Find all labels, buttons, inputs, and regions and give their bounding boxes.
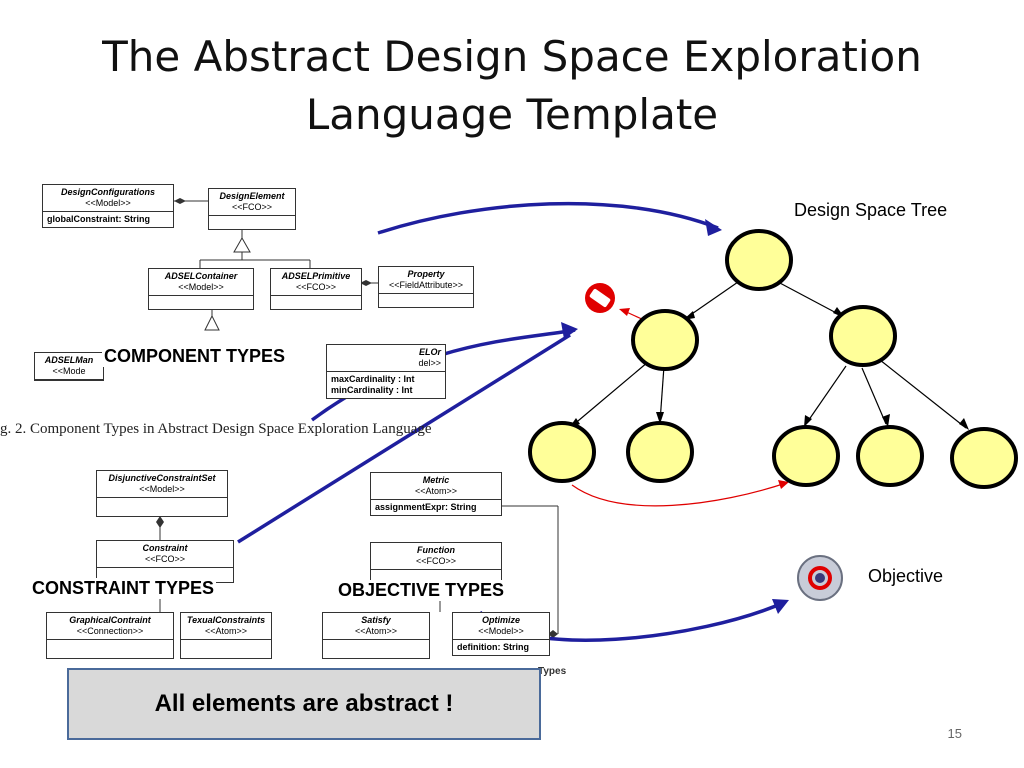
uml-constraint: Constraint<<FCO>> — [96, 540, 234, 583]
uml-attribute: maxCardinality : Int — [331, 374, 415, 384]
uml-stereotype: <<Atom>> — [414, 486, 458, 496]
uml-stereotype: <<Model>> — [85, 198, 131, 208]
uml-optimize: Optimize<<Model>> definition: String — [452, 612, 550, 656]
slide-title: The Abstract Design Space Exploration La… — [0, 28, 1024, 144]
uml-name: Function — [417, 545, 455, 555]
uml-attribute: definition: String — [457, 642, 529, 652]
constraint-types-label: CONSTRAINT TYPES — [30, 578, 217, 599]
tree-node-root — [725, 229, 793, 291]
uml-property: Property<<FieldAttribute>> — [378, 266, 474, 308]
tree-node-leaf — [772, 425, 840, 487]
prohibited-icon — [585, 283, 615, 313]
objective-label: Objective — [868, 566, 944, 586]
uml-name: Constraint — [142, 543, 188, 553]
uml-stereotype: <<Connection>> — [76, 626, 144, 636]
objective-icon — [797, 555, 843, 601]
title-line-1: The Abstract Design Space Exploration — [102, 32, 922, 81]
tree-nodes — [528, 229, 1018, 489]
figure-caption: g. 2. Component Types in Abstract Design… — [0, 421, 432, 437]
uml-adsel-container: ADSELContainer<<Model>> — [148, 268, 254, 310]
uml-stereotype: <<Atom>> — [354, 626, 398, 636]
uml-textual-constraints: TexualConstraints<<Atom>> — [180, 612, 272, 659]
uml-name: ADSELMan — [44, 355, 94, 365]
uml-function: Function<<FCO>> — [370, 542, 502, 583]
uml-name: DesignConfigurations — [61, 187, 155, 197]
uml-name: Property — [407, 269, 445, 279]
uml-stereotype: del>> — [418, 358, 441, 368]
callout-box: All elements are abstract ! — [67, 668, 541, 740]
uml-stereotype: <<Model>> — [139, 484, 185, 494]
tree-node-left — [631, 309, 699, 371]
component-types-label: COMPONENT TYPES — [102, 346, 288, 367]
uml-stereotype: <<FCO>> — [144, 554, 186, 564]
callout-text: All elements are abstract ! — [154, 690, 454, 717]
uml-stereotype: <<Model>> — [478, 626, 524, 636]
uml-stereotype: <<FCO>> — [231, 202, 273, 212]
uml-stereotype: <<Model>> — [178, 282, 224, 292]
uml-metric: Metric<<Atom>> assignmentExpr: String — [370, 472, 502, 516]
uml-name: DisjunctiveConstraintSet — [108, 473, 216, 483]
tree-node-leaf — [950, 427, 1018, 489]
uml-name: ADSELContainer — [164, 271, 238, 281]
uml-name: TexualConstraints — [186, 615, 266, 625]
uml-disjunctive-constraint-set: DisjunctiveConstraintSet<<Model>> — [96, 470, 228, 517]
uml-name: DesignElement — [219, 191, 285, 201]
uml-adsel-man: ADSELMan<<Mode — [34, 352, 104, 381]
title-line-2: Language Template — [305, 90, 719, 139]
design-space-tree-label: Design Space Tree — [794, 200, 948, 220]
uml-name: Optimize — [481, 615, 520, 625]
uml-stereotype: <<FCO>> — [415, 556, 457, 566]
uml-design-configurations: DesignConfigurations<<Model>> globalCons… — [42, 184, 174, 228]
uml-name: GraphicalContraint — [69, 615, 151, 625]
uml-adsel-primitive: ADSELPrimitive<<FCO>> — [270, 268, 362, 310]
sub-caption-types: Types — [538, 666, 567, 677]
uml-satisfy: Satisfy<<Atom>> — [322, 612, 430, 659]
uml-design-element: DesignElement<<FCO>> — [208, 188, 296, 230]
uml-stereotype: <<Mode — [52, 366, 86, 376]
uml-attribute: assignmentExpr: String — [375, 502, 477, 512]
page-number: 15 — [947, 726, 962, 741]
uml-attribute: globalConstraint: String — [47, 214, 150, 224]
tree-node-leaf — [856, 425, 924, 487]
uml-stereotype: <<FCO>> — [295, 282, 337, 292]
uml-name: ELOr — [418, 347, 441, 357]
objective-types-label: OBJECTIVE TYPES — [336, 580, 507, 601]
uml-stereotype: <<Atom>> — [204, 626, 248, 636]
tree-node-right — [829, 305, 897, 367]
uml-stereotype: <<FieldAttribute>> — [388, 280, 464, 290]
uml-name: ADSELPrimitive — [281, 271, 351, 281]
uml-name: Satisfy — [361, 615, 391, 625]
tree-node-leaf — [528, 421, 596, 483]
uml-attribute: minCardinality : Int — [331, 385, 413, 395]
tree-node-leaf — [626, 421, 694, 483]
uml-graphical-constraint: GraphicalContraint<<Connection>> — [46, 612, 174, 659]
uml-name: Metric — [422, 475, 450, 485]
